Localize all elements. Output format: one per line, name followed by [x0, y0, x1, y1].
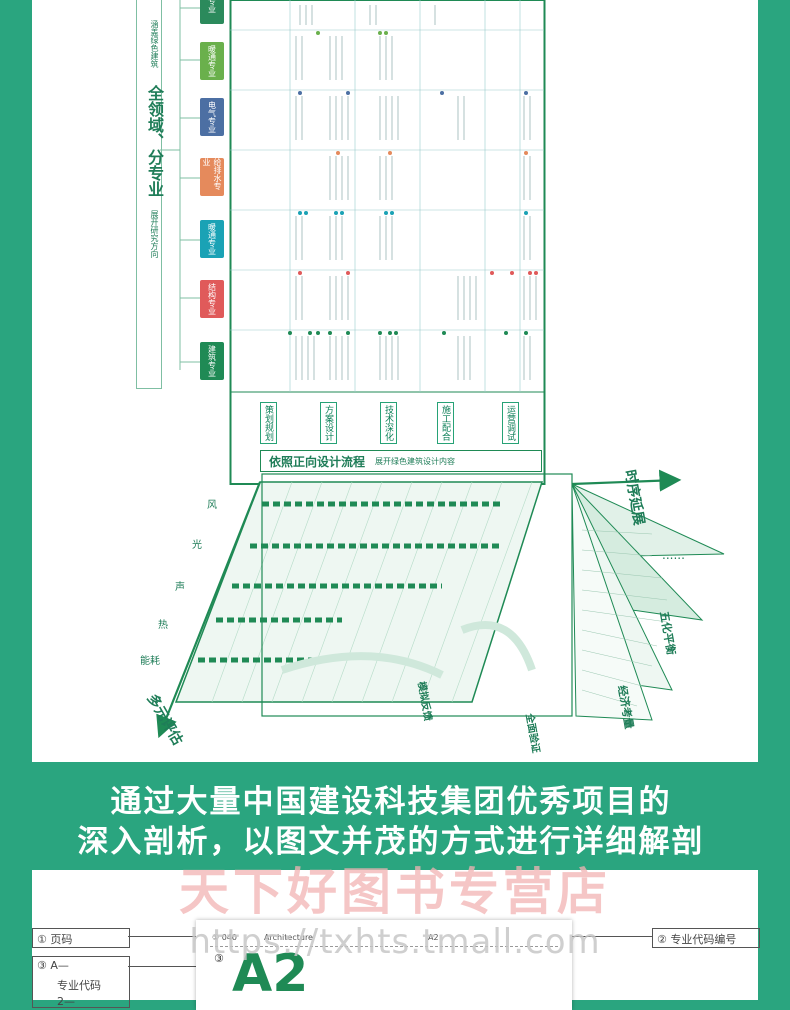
- floor-label-light: 光: [192, 540, 202, 551]
- diagram-panel: 涵盖绿色建筑 全领域、分专业 展开研究方向 专业 暖通专业 电气专业 给排水专业…: [32, 0, 758, 762]
- sample-page-number: ① 040: [212, 933, 237, 942]
- floor-label-heat: 热: [158, 620, 168, 631]
- sample-page: ① 040 Architecture A2 ③ A2: [196, 920, 572, 1010]
- left-title: 全领域、分专业: [145, 85, 164, 197]
- stage-schematic: 方案设计: [320, 402, 337, 444]
- fold-diagram: [156, 469, 725, 739]
- shop-watermark: 天下好图书专营店: [179, 863, 611, 921]
- sample-page-header-text: Architecture: [264, 933, 313, 942]
- category-structure: 结构专业: [200, 280, 224, 318]
- headline-line1: 通过大量中国建设科技集团优秀项目的: [110, 784, 672, 820]
- process-sub: 展开绿色建筑设计内容: [375, 456, 456, 466]
- category-architecture: 建筑专业: [200, 342, 224, 380]
- category-tag: 专业: [200, 0, 224, 24]
- left-bracket: [136, 0, 162, 389]
- legend-item-specialty-label: ③ A—: [37, 959, 69, 972]
- floor-label-sound: 声: [175, 582, 185, 593]
- sample-page-marker: ③: [214, 952, 224, 965]
- stage-construction: 施工配合: [437, 402, 454, 444]
- leader-line-2: [128, 966, 212, 967]
- category-connectors: [160, 0, 200, 370]
- left-caption-top: 涵盖绿色建筑: [150, 20, 159, 68]
- left-caption-bottom: 展开研究方向: [150, 210, 159, 258]
- legend-item-specialty-sub2: 2—: [57, 995, 75, 1008]
- process-title: 依照正向设计流程: [269, 454, 366, 469]
- dots-hint: ......: [662, 548, 685, 562]
- sample-page-big-code: A2: [232, 944, 309, 1004]
- sample-page-header: ① 040 Architecture A2: [210, 932, 558, 947]
- legend-item-page-label: ① 页码: [37, 933, 73, 946]
- leader-line-3: [572, 936, 652, 937]
- floor-label-energy: 能耗: [140, 656, 160, 667]
- floor-label-wind: 风: [207, 500, 217, 511]
- category-hvac-2: 暖通专业: [200, 220, 224, 258]
- legend-item-page: ① 页码: [32, 928, 130, 948]
- category-hvac: 暖通专业: [200, 42, 224, 80]
- legend-panel: ① 页码 ② 专业代码编号 ③ A— 专业代码 2— ① 040 Archite…: [32, 870, 760, 1010]
- legend-item-specialty-sub: 专业代码: [57, 979, 101, 992]
- leader-line-1: [128, 936, 212, 937]
- headline-line2: 深入剖析，以图文并茂的方式进行详细解剖: [77, 824, 705, 860]
- legend-item-code-label: ② 专业代码编号: [657, 933, 737, 946]
- legend-item-code: ② 专业代码编号: [652, 928, 760, 948]
- category-electrical: 电气专业: [200, 98, 224, 136]
- category-plumbing: 给排水专业: [200, 158, 224, 196]
- url-watermark: https://txhts.tmall.com: [189, 922, 601, 962]
- process-box: 依照正向设计流程 展开绿色建筑设计内容: [260, 450, 542, 472]
- stage-deepening: 技术深化: [380, 402, 397, 444]
- sample-page-tag: A2: [428, 933, 439, 942]
- stage-operation: 运营调试: [502, 402, 519, 444]
- legend-item-specialty: ③ A— 专业代码 2—: [32, 956, 130, 1008]
- stage-planning: 策划规划: [260, 402, 277, 444]
